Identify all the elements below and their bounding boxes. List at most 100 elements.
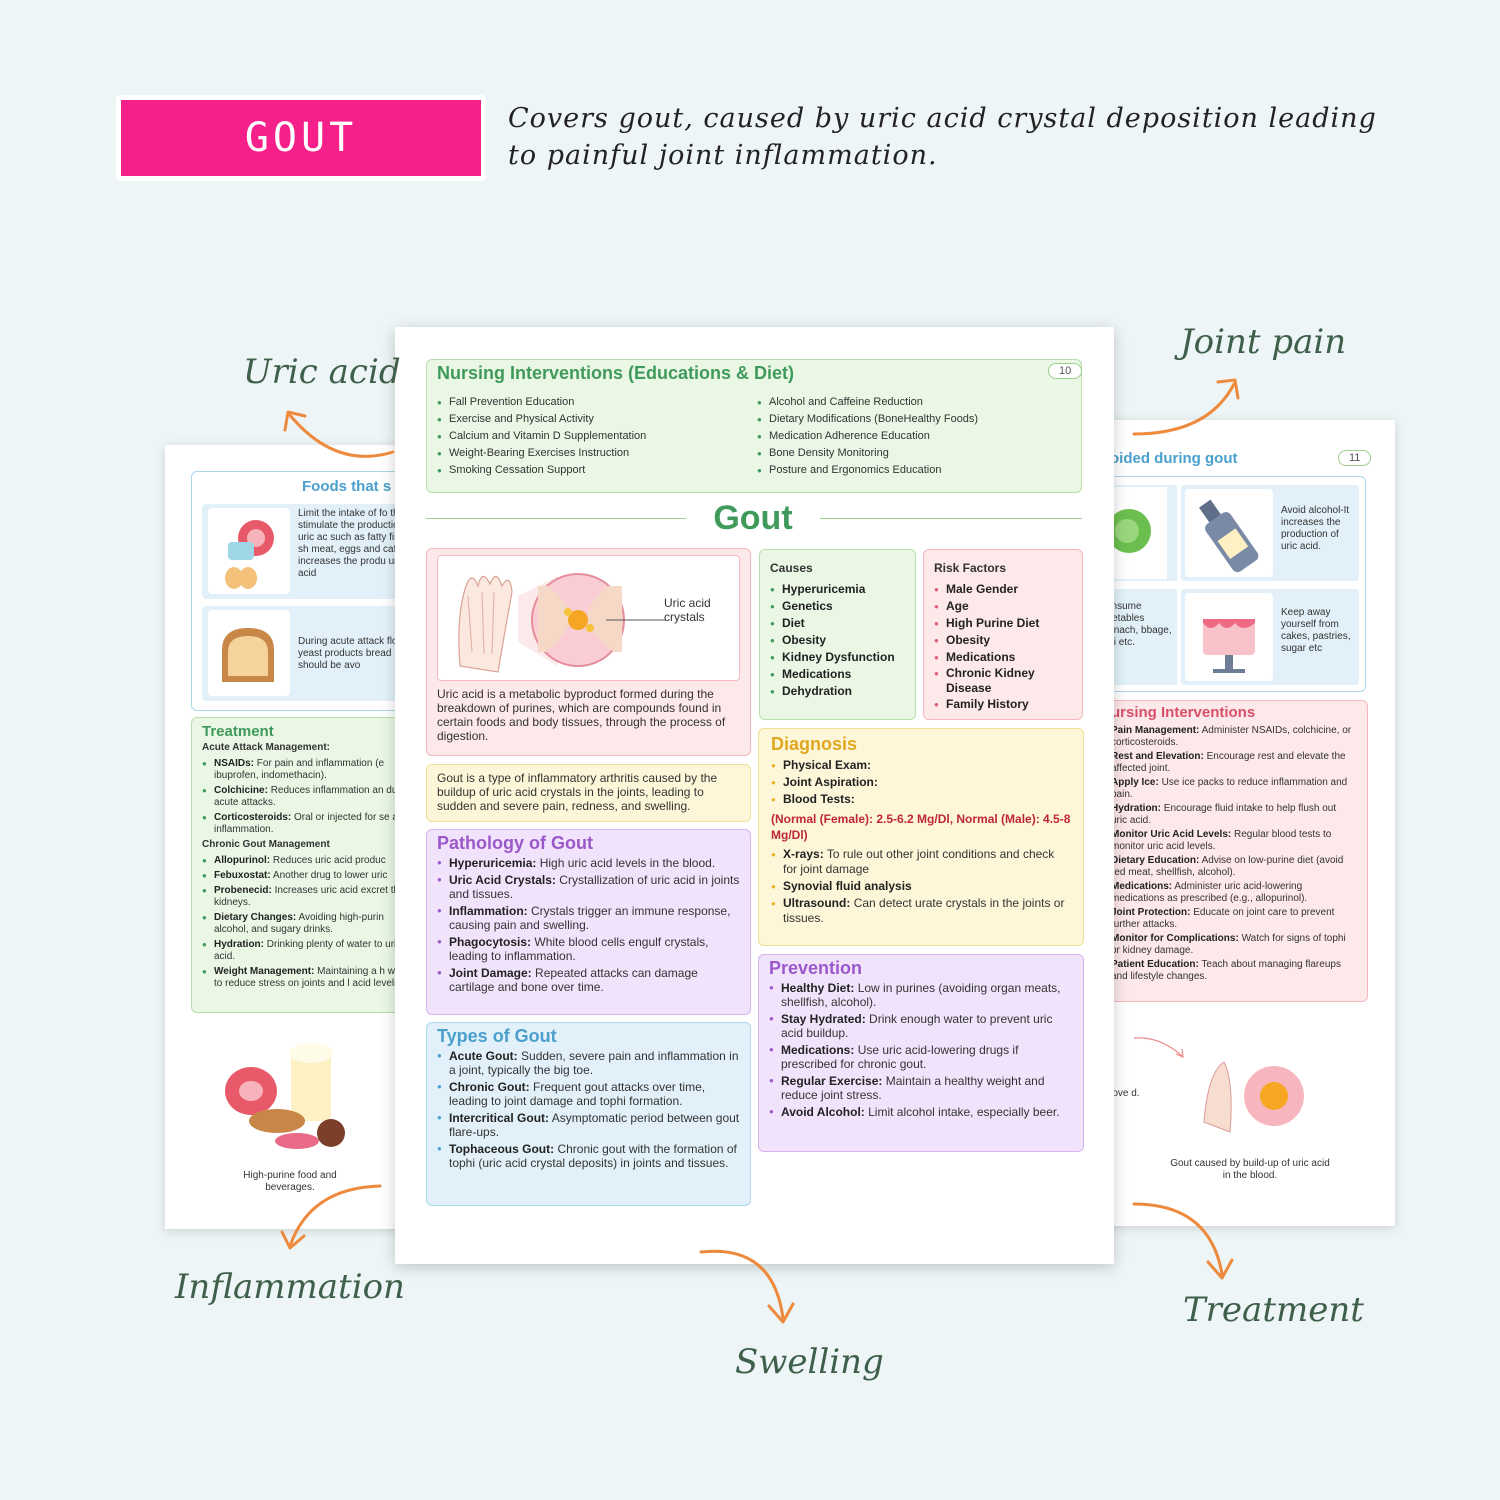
list-item: Avoid Alcohol: Limit alcohol intake, esp… bbox=[769, 1105, 1073, 1119]
image-label: Uric acid crystals bbox=[664, 596, 711, 624]
causes-section: Causes Hyperuricemia Genetics Diet Obesi… bbox=[759, 549, 916, 720]
left-page: Foods that s Limit the intake of fo that… bbox=[165, 445, 425, 1229]
center-page-number: 10 bbox=[1048, 363, 1083, 379]
center-page: Nursing Interventions (Educations & Diet… bbox=[395, 327, 1114, 1264]
risk-title: Risk Factors bbox=[934, 561, 1007, 575]
badge-title: GOUT bbox=[121, 100, 481, 176]
cake-text: Keep away yourself from cakes, pastries,… bbox=[1281, 607, 1351, 654]
label-treatment: Treatment bbox=[1183, 1290, 1364, 1330]
acute-list: NSAIDs: For pain and inflammation (e ibu… bbox=[202, 758, 420, 836]
list-item: Regular Exercise: Maintain a healthy wei… bbox=[769, 1074, 1073, 1102]
bottle-image bbox=[1185, 489, 1273, 577]
list-item: Tophaceous Gout: Chronic gout with the f… bbox=[437, 1142, 740, 1170]
list-item: Stay Hydrated: Drink enough water to pre… bbox=[769, 1012, 1073, 1040]
list-item: Obesity bbox=[770, 632, 905, 649]
label-joint-pain: Joint pain bbox=[1180, 322, 1347, 362]
title-badge: GOUT bbox=[116, 95, 486, 181]
types-title: Types of Gout bbox=[437, 1026, 557, 1046]
alcohol-card: Avoid alcohol-It increases the productio… bbox=[1181, 485, 1359, 581]
list-item: Fall Prevention Education bbox=[437, 394, 747, 411]
arrow-treatment bbox=[1132, 1202, 1234, 1280]
list-item: Weight-Bearing Exercises Instruction bbox=[437, 445, 747, 462]
label-uric-acid: Uric acid bbox=[243, 352, 401, 392]
list-item: High Purine Diet bbox=[934, 615, 1072, 632]
prevention-section: Prevention Healthy Diet: Low in purines … bbox=[758, 954, 1084, 1152]
food-2-text: During acute attack flour, yeast product… bbox=[298, 636, 409, 671]
diagnosis-list-bottom: X-rays: To rule out other joint conditio… bbox=[771, 847, 1071, 926]
arrow-inflammation bbox=[280, 1184, 382, 1250]
right-header: oided during gout bbox=[1110, 450, 1238, 467]
risk-factors-section: Risk Factors Male Gender Age High Purine… bbox=[923, 549, 1083, 720]
causes-list: Hyperuricemia Genetics Diet Obesity Kidn… bbox=[770, 581, 905, 700]
food-card-bread: During acute attack flour, yeast product… bbox=[202, 606, 425, 701]
pathology-section: Pathology of Gout Hyperuricemia: High ur… bbox=[426, 829, 751, 1015]
list-item: Dehydration bbox=[770, 683, 905, 700]
list-item: Exercise and Physical Activity bbox=[437, 411, 747, 428]
list-item: Hydration: Drinking plenty of water to u… bbox=[202, 939, 420, 963]
left-caption: High-purine food and beverages. bbox=[243, 1170, 337, 1193]
list-item: Chronic Kidney Disease bbox=[934, 666, 1072, 696]
list-item: Diet bbox=[770, 615, 905, 632]
list-item: Monitor Uric Acid Levels: Regular blood … bbox=[1111, 829, 1332, 852]
list-item: Medications bbox=[934, 649, 1072, 666]
diagnosis-values: (Normal (Female): 2.5-6.2 Mg/Dl, Normal … bbox=[771, 812, 1071, 842]
nursing-list-right: Alcohol and Caffeine Reduction Dietary M… bbox=[757, 394, 1067, 479]
list-item: Hydration: Encourage fluid intake to hel… bbox=[1111, 803, 1337, 826]
list-item: Posture and Ergonomics Education bbox=[757, 462, 1067, 479]
list-item: Male Gender bbox=[934, 581, 1072, 598]
meat-image bbox=[208, 508, 290, 594]
list-item: Blood Tests: bbox=[771, 792, 1071, 807]
high-purine-food-image bbox=[221, 1041, 361, 1161]
list-item: Monitor for Complications: Watch for sig… bbox=[1111, 933, 1346, 956]
list-item: Apply Ice: Use ice packs to reduce infla… bbox=[1111, 777, 1348, 800]
list-item: Dietary Education: Advise on low-purine … bbox=[1111, 855, 1344, 878]
list-item: Febuxostat: Another drug to lower uric bbox=[202, 870, 420, 882]
list-item: Alcohol and Caffeine Reduction bbox=[757, 394, 1067, 411]
list-item: Bone Density Monitoring bbox=[757, 445, 1067, 462]
chronic-heading: Chronic Gout Management bbox=[202, 839, 330, 850]
list-item: Probenecid: Increases uric acid excret t… bbox=[202, 885, 420, 909]
foot-xray-small bbox=[1194, 1052, 1314, 1142]
list-item: Hyperuricemia bbox=[770, 581, 905, 598]
main-title: Gout bbox=[713, 499, 793, 537]
definition-text: Gout is a type of inflammatory arthritis… bbox=[437, 771, 718, 813]
prevention-title: Prevention bbox=[769, 958, 863, 978]
list-item: Hyperuricemia: High uric acid levels in … bbox=[437, 856, 740, 870]
arrow-swelling bbox=[699, 1249, 795, 1324]
list-item: NSAIDs: For pain and inflammation (e ibu… bbox=[202, 758, 420, 782]
treatment-title: Treatment bbox=[202, 723, 274, 740]
list-item: Medications bbox=[770, 666, 905, 683]
right-page-number: 11 bbox=[1338, 450, 1372, 466]
list-item: X-rays: To rule out other joint conditio… bbox=[771, 847, 1071, 877]
list-item: Pain Management: Administer NSAIDs, colc… bbox=[1111, 725, 1352, 748]
list-item: Acute Gout: Sudden, severe pain and infl… bbox=[437, 1049, 740, 1077]
list-item: Weight Management: Maintaining a h weigh… bbox=[202, 966, 420, 990]
list-item: Allopurinol: Reduces uric acid produc bbox=[202, 855, 420, 867]
list-item: Age bbox=[934, 598, 1072, 615]
list-item: Kidney Dysfunction bbox=[770, 649, 905, 666]
types-list: Acute Gout: Sudden, severe pain and infl… bbox=[437, 1049, 740, 1170]
cake-image bbox=[1185, 593, 1273, 681]
alcohol-text: Avoid alcohol-It increases the productio… bbox=[1281, 505, 1350, 552]
cabbage-image bbox=[1105, 487, 1167, 579]
right-nursing-section: ursing Interventions Pain Management: Ad… bbox=[1100, 700, 1368, 1002]
types-section: Types of Gout Acute Gout: Sudden, severe… bbox=[426, 1022, 751, 1206]
nursing-interventions-section: Nursing Interventions (Educations & Diet… bbox=[426, 359, 1082, 493]
small-arrow bbox=[1133, 1037, 1184, 1058]
list-item: Patient Education: Teach about managing … bbox=[1111, 959, 1341, 982]
list-item: Synovial fluid analysis bbox=[771, 879, 1071, 894]
foods-title: Foods that s bbox=[302, 478, 392, 495]
acute-heading: Acute Attack Management: bbox=[202, 742, 330, 753]
intro-text: Uric acid is a metabolic byproduct forme… bbox=[437, 687, 726, 743]
left-treatment-section: Treatment Acute Attack Management: NSAID… bbox=[191, 717, 425, 1013]
title-divider-right bbox=[820, 518, 1082, 519]
list-item: Medications: Use uric acid-lowering drug… bbox=[769, 1043, 1073, 1071]
list-item: Inflammation: Crystals trigger an immune… bbox=[437, 904, 740, 932]
list-item: Chronic Gout: Frequent gout attacks over… bbox=[437, 1080, 740, 1108]
list-item: Obesity bbox=[934, 632, 1072, 649]
list-item: Rest and Elevation: Encourage rest and e… bbox=[1111, 751, 1346, 774]
food-card-meat: Limit the intake of fo that stimulate th… bbox=[202, 504, 425, 599]
arrow-uric-acid bbox=[283, 410, 395, 458]
nursing-list-left: Fall Prevention Education Exercise and P… bbox=[437, 394, 747, 479]
diagnosis-title: Diagnosis bbox=[771, 734, 858, 754]
